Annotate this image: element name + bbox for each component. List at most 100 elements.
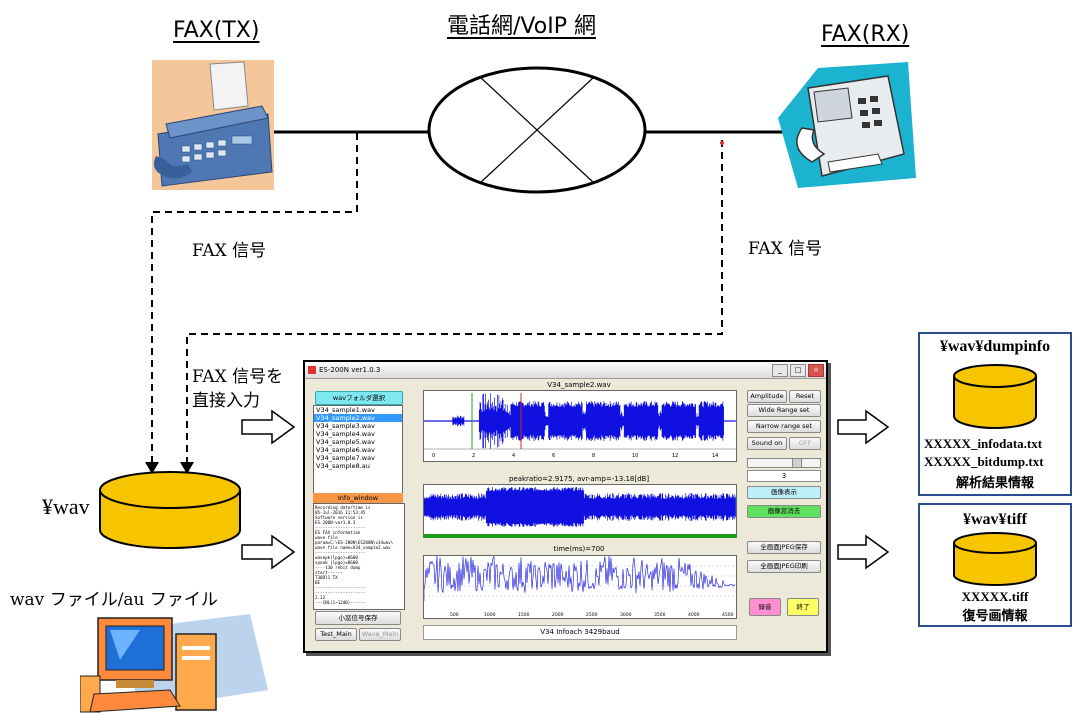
dumpinfo-file-bitdump: XXXXX_bitdump.txt [924, 454, 1044, 469]
save-all-jpeg-button[interactable]: 全画面JPEG保存 [747, 541, 821, 554]
info-line: start------ [315, 570, 343, 575]
wav-file-list-item[interactable]: V34_sample4.wav [316, 430, 375, 438]
plot1-title: V34_sample2.wav [547, 381, 611, 389]
plot1-tick-label: 4 [512, 453, 515, 459]
tiff-title: ¥wav¥tiff [963, 511, 1027, 528]
minimize-button[interactable]: _ [772, 364, 788, 377]
direct-input-label-line1: FAX 信号を [192, 367, 284, 387]
waveform-trace-1 [423, 393, 736, 449]
narrow-range-button[interactable]: Narrow range set [747, 420, 821, 433]
info-line: -------------------- [315, 550, 366, 555]
fax-signal-label-left: FAX 信号 [192, 241, 267, 261]
plot2-title: peakratio=2.9175, avr-amp=-13.18[dB] [508, 475, 650, 483]
bottom-caption: V34 Infoach 3429baud [423, 625, 737, 640]
dumpinfo-title: ¥wav¥dumpinfo [939, 338, 1051, 355]
slider-value-field[interactable]: 3 [747, 470, 821, 482]
waveform-trace-2 [423, 487, 736, 527]
plot1-tick-label: 2 [472, 453, 475, 459]
plot1-tick-label: 10 [632, 453, 638, 459]
info-line: Software version is [315, 515, 363, 520]
waveform-plot-2 [423, 484, 737, 536]
range-slider-thumb[interactable] [792, 459, 802, 467]
close-button[interactable]: × [808, 364, 824, 377]
app-title-bar: ES-200N ver1.0.3 _ □ × [305, 362, 826, 379]
info-line: wave file [315, 535, 338, 540]
fax-rx-label: FAX(RX) [821, 22, 910, 47]
dumpinfo-cylinder-icon [953, 364, 1037, 429]
image-show-button[interactable]: 画像表示 [747, 486, 821, 499]
arrow-tx-head [145, 462, 159, 474]
test-main-button[interactable]: Test_Main [315, 628, 357, 641]
small-signal-save-button[interactable]: 小窓信号保存 [315, 611, 401, 625]
hollow-arrow-app-to-dumpinfo [837, 409, 890, 445]
network-ellipse [427, 66, 647, 194]
print-all-jpeg-button[interactable]: 全画面JPEG印刷 [747, 560, 821, 573]
wav-file-list-item[interactable]: V34_sample3.wav [316, 422, 375, 430]
network-label: 電話網/VoIP 網 [447, 14, 596, 39]
info-line: -------------------- [315, 585, 366, 590]
info-line: 05-Jul-2016 11:53:45 [315, 510, 366, 515]
dumpinfo-file-infodata: XXXXX_infodata.txt [924, 436, 1043, 451]
plot3-tick-label: 3000 [620, 612, 632, 618]
wide-range-button[interactable]: Wide Range set [747, 404, 821, 417]
maximize-button[interactable]: □ [790, 364, 806, 377]
hollow-arrow-signal-to-app [241, 409, 296, 445]
sound-off-button[interactable]: OFF [789, 437, 821, 450]
range-slider[interactable] [747, 458, 821, 468]
info-line: wave file name=V34_sample2.wav [315, 545, 391, 550]
reset-button[interactable]: Reset [789, 390, 821, 403]
dumpinfo-caption: 解析結果情報 [955, 476, 1034, 491]
fax-tx-machine-illustration [152, 60, 274, 190]
wave-main-button[interactable]: Wave_Main [359, 628, 401, 641]
dashed-line-rx [186, 140, 723, 466]
info-line: -------------------- [315, 590, 366, 595]
dashed-line-tx [151, 133, 358, 466]
plot1-tick-label: 8 [592, 453, 595, 459]
info-line: ---CNL(1~12dB)------ [315, 600, 366, 605]
wav-folder-select-button[interactable]: wavフォルダ選択 [315, 391, 403, 405]
hollow-arrow-files-to-app [241, 534, 296, 570]
wav-database-label: ¥wav [42, 494, 90, 519]
info-line: wavepk(lpgo)=8600 [315, 555, 358, 560]
tiff-caption: 復号画情報 [962, 609, 1028, 624]
fax-rx-machine-illustration [778, 62, 916, 188]
image-clear-button[interactable]: 画像窓消去 [747, 505, 821, 518]
info-line: 2.12 [315, 595, 326, 600]
wav-file-list-item[interactable]: V34_sample2.wav [314, 414, 402, 422]
progress-strip [423, 534, 737, 538]
wav-file-list-item[interactable]: V34_sample7.wav [316, 454, 375, 462]
tiff-cylinder-icon [953, 532, 1037, 586]
sound-on-button[interactable]: Sound on [747, 437, 787, 450]
fax-signal-label-right: FAX 信号 [748, 239, 823, 259]
wav-files-label: wav ファイル/au ファイル [10, 590, 218, 610]
info-window-header: Info_window [313, 493, 403, 503]
plot1-tick-label: 6 [552, 453, 555, 459]
info-line: DE [315, 580, 321, 585]
app-window-title: ES-200N ver1.0.3 [319, 366, 381, 374]
info-line: ES FAX information [315, 530, 361, 535]
plot1-tick-label: 14 [712, 453, 718, 459]
plot3-tick-label: 1500 [518, 612, 530, 618]
exit-button[interactable]: 終了 [787, 598, 819, 616]
dumpinfo-output-card: ¥wav¥dumpinfo XXXXX_infodata.txt XXXXX_b… [918, 332, 1072, 496]
wav-file-list-item[interactable]: V34_sample5.wav [316, 438, 375, 446]
plot3-tick-label: 4000 [688, 612, 700, 618]
wav-file-list-item[interactable]: V34_sample8.au [316, 462, 370, 470]
arrow-rx-head [180, 462, 194, 474]
direct-input-label-line2: 直接入力 [192, 391, 260, 411]
tiff-file: XXXXX.tiff [961, 589, 1029, 604]
analyzer-app-window: ES-200N ver1.0.3 _ □ × wavフォルダ選択 V34_sam… [303, 360, 828, 653]
wav-file-list-item[interactable]: V34_sample6.wav [316, 446, 375, 454]
info-line: T30Dl1 TX [315, 575, 338, 580]
record-button[interactable]: 録音 [749, 598, 781, 616]
amplitude-button[interactable]: Amplitude [747, 390, 787, 403]
wav-file-list-item[interactable]: V34_sample1.wav [316, 406, 375, 414]
app-icon [308, 366, 316, 374]
plot3-tick-label: 3500 [654, 612, 666, 618]
info-line: Recording date/time is [315, 505, 371, 510]
